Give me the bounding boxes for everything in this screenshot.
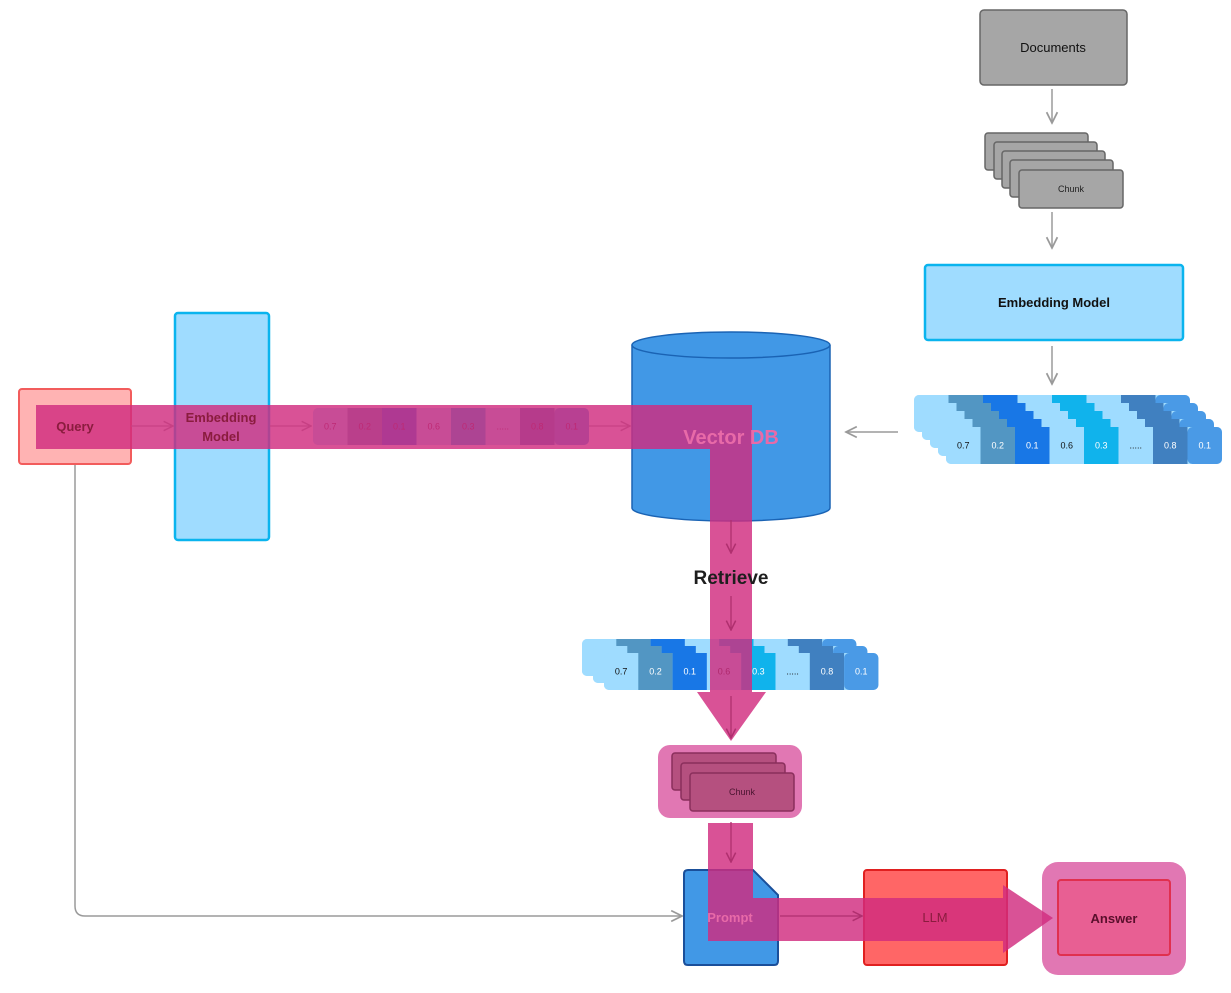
- embedding-model-left-label-line1: Embedding: [186, 410, 257, 425]
- vector-value: 0.1: [855, 667, 868, 677]
- vector-db-label: Vector DB: [683, 427, 779, 449]
- embedding-model-left-label-line2: Model: [202, 429, 240, 444]
- vector-value: 0.7: [957, 441, 970, 451]
- vector-cell: [1153, 427, 1188, 464]
- vector-value: 0.3: [752, 667, 765, 677]
- chunk-label-top: Chunk: [1058, 184, 1085, 194]
- vector-cell: [809, 653, 845, 690]
- vector-value: 0.3: [1095, 441, 1108, 451]
- vector-value: 0.1: [1026, 441, 1039, 451]
- vector-front: 0.7 0.2 0.1 0.6 0.3..... 0.8 0.1: [946, 427, 1222, 464]
- llm-label: LLM: [922, 910, 947, 925]
- vector-value: 0.1: [683, 667, 696, 677]
- vector-value: 0.2: [649, 667, 662, 677]
- embedding-model-top-label: Embedding Model: [998, 295, 1110, 310]
- chunk-label-retrieved: Chunk: [729, 787, 756, 797]
- highlight-flow: [36, 405, 1053, 953]
- vector-value: 0.1: [1198, 441, 1211, 451]
- vector-stack-right: 0.7 0.2 0.1 0.6 0.3..... 0.8 0.1: [914, 395, 1222, 464]
- vector-value: 0.6: [1060, 441, 1073, 451]
- documents-label: Documents: [1020, 40, 1086, 55]
- vector-value: 0.7: [615, 667, 628, 677]
- answer-group: [1042, 862, 1186, 975]
- flow-band-query-to-db: [36, 405, 766, 741]
- flow-band-chunk-to-answer: [708, 823, 1053, 953]
- vector-value: 0.8: [821, 667, 834, 677]
- documents-box: Documents: [979, 9, 1128, 86]
- vector-cell: [604, 653, 639, 690]
- prompt-label: Prompt: [707, 910, 753, 925]
- vector-cell: [672, 653, 707, 690]
- vector-cell: [844, 653, 879, 690]
- vector-cell: [946, 427, 981, 464]
- vector-cell: [638, 653, 673, 690]
- vector-cell: [1049, 427, 1084, 464]
- vector-cell: [1015, 427, 1050, 464]
- chunk-stack-top: [984, 132, 1124, 209]
- vector-value: .....: [1129, 441, 1142, 451]
- embedding-model-top: Embedding Model: [923, 263, 1185, 342]
- vector-cell: [775, 653, 810, 690]
- connector-arrows: [74, 89, 1052, 916]
- vector-value: .....: [786, 667, 799, 677]
- vector-cell: [980, 427, 1015, 464]
- vector-value: 0.2: [991, 441, 1004, 451]
- arrow-query-to-prompt: [74, 465, 682, 916]
- query-label: Query: [56, 419, 94, 434]
- vector-cell: [1187, 427, 1222, 464]
- retrieve-label: Retrieve: [694, 568, 769, 589]
- vector-value: 0.8: [1164, 441, 1177, 451]
- vector-cell: [1084, 427, 1119, 464]
- flow-inner-arrows: [731, 520, 862, 916]
- vector-cell: [1118, 427, 1153, 464]
- answer-label: Answer: [1091, 911, 1138, 926]
- retrieved-chunks-group: [658, 745, 802, 818]
